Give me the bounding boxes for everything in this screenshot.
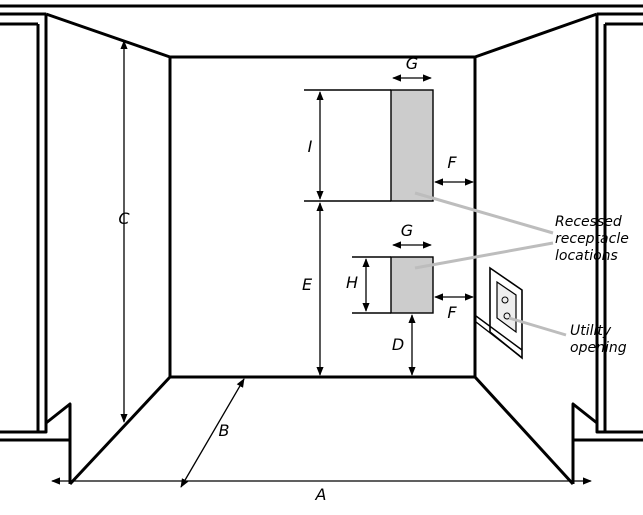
lower-receptacle [390, 256, 434, 314]
right-wall [473, 12, 643, 484]
left-wall [0, 12, 172, 484]
label-B: B [219, 421, 230, 440]
label-C: C [118, 209, 130, 228]
label-F-lower: F [447, 303, 457, 322]
utility-opening [475, 266, 523, 360]
label-H: H [346, 273, 358, 292]
floor-edges [68, 375, 575, 486]
label-F-upper: F [447, 153, 457, 172]
callout-recessed-line3: locations [555, 248, 618, 264]
label-I: I [308, 137, 313, 156]
label-A: A [315, 485, 327, 504]
ceiling-lines [0, 4, 643, 16]
dimension-labels: A B C D E F F G G H I [118, 54, 457, 504]
callout-utility: Utility opening [570, 323, 627, 356]
callout-utility-line1: Utility [570, 323, 612, 339]
callout-recessed: Recessed receptacle locations [555, 214, 629, 264]
label-E: E [302, 275, 313, 294]
dim-arrow-B [180, 378, 245, 488]
back-wall [170, 55, 475, 379]
label-D: D [392, 335, 404, 354]
callout-utility-line2: opening [570, 340, 627, 356]
callout-recessed-line2: receptacle [555, 231, 629, 247]
dimension-arrows [51, 40, 592, 488]
label-G-upper: G [406, 54, 418, 73]
upper-receptacle [390, 89, 434, 202]
leader-lines [414, 191, 567, 337]
label-G-lower: G [401, 221, 413, 240]
callout-recessed-line1: Recessed [555, 214, 622, 230]
